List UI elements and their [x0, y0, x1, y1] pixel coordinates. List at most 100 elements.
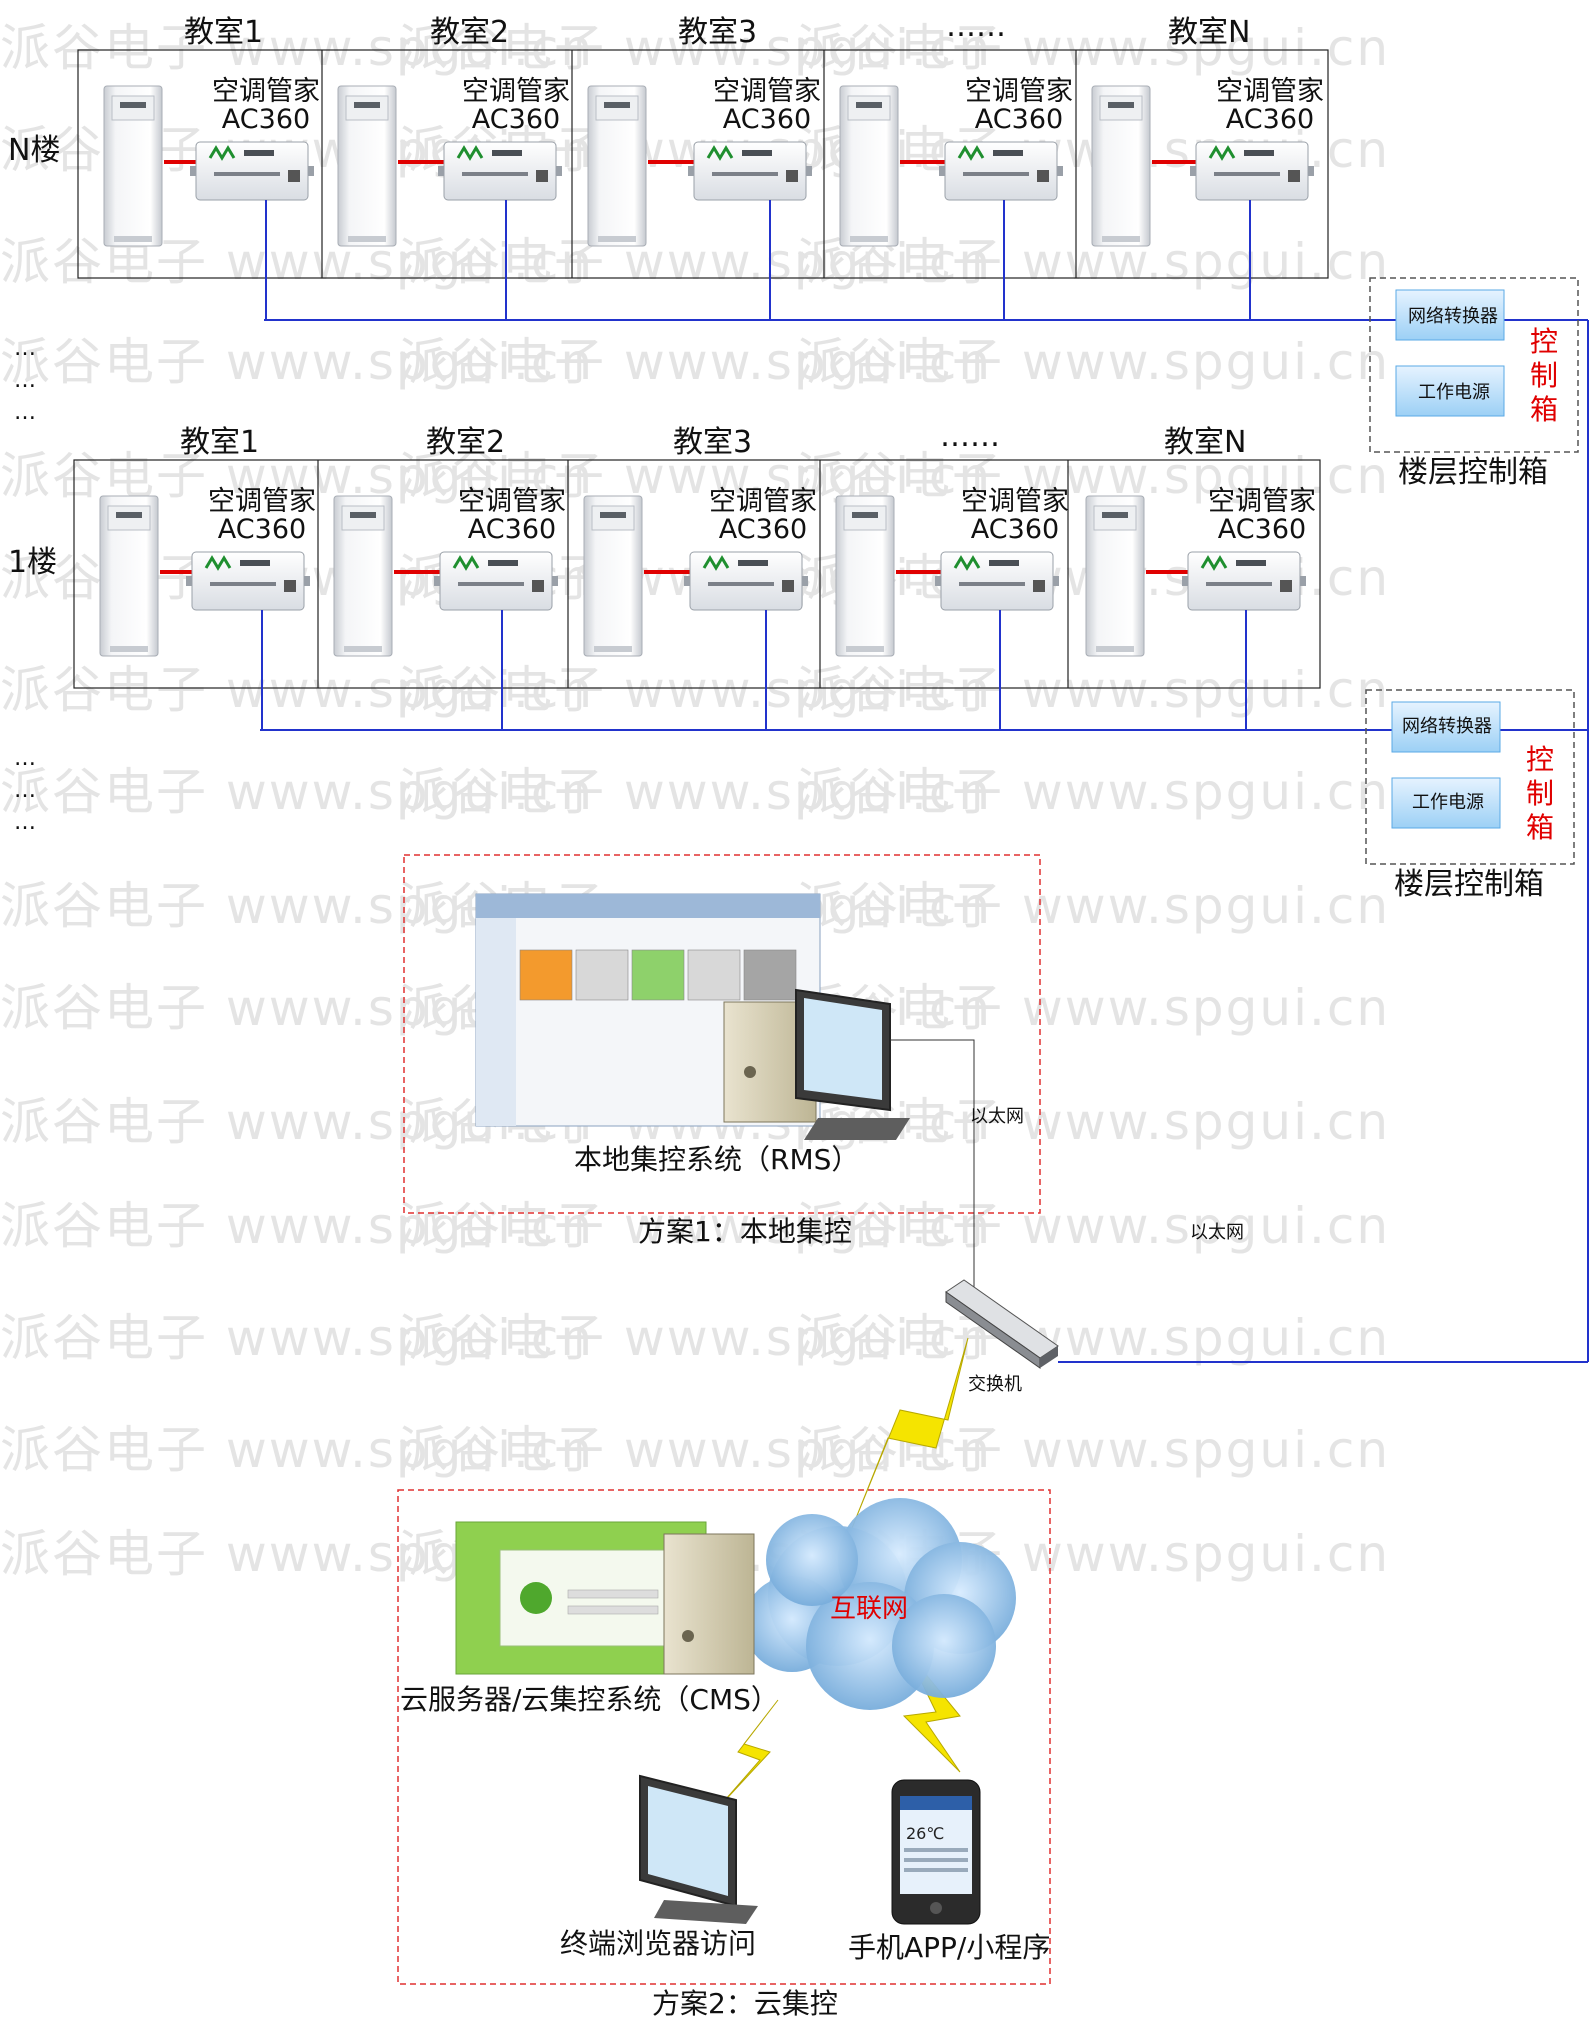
floorN-label: N楼 — [8, 133, 61, 168]
floor1-ac-unit-4-display — [852, 512, 878, 518]
rms-tile-1 — [519, 949, 573, 1001]
cloud-puff-6 — [892, 1594, 996, 1698]
watermark-text: 派谷电子 www.spgui.cn — [398, 333, 993, 391]
ellipsis-4: … — [14, 746, 37, 771]
rms-tile-3 — [631, 949, 685, 1001]
watermark-text: 派谷电子 www.spgui.cn — [796, 661, 1391, 719]
browser-terminal — [639, 1774, 758, 1924]
floor1-ac-unit-4 — [835, 495, 895, 657]
watermark-text: 派谷电子 www.spgui.cn — [796, 877, 1391, 935]
browser-monitor-stand — [654, 1900, 758, 1924]
floorN-ac-unit-1-base — [114, 236, 152, 242]
floorN-controller-5-logo — [1208, 145, 1236, 161]
floor1-controller-1-caption — [210, 582, 276, 586]
floor1-ac-unit-3-base — [594, 646, 632, 652]
floor1-converter-label: 网络转换器 — [1402, 716, 1492, 737]
ellipsis-3: … — [14, 400, 37, 425]
floorN-ac-unit-1-body — [103, 85, 163, 247]
floor1-controller-1-qr — [284, 580, 296, 592]
floor1-ac-unit-1-body — [99, 495, 159, 657]
watermark-text: 派谷电子 www.spgui.cn — [398, 447, 993, 505]
floorN-controller-5 — [1190, 141, 1314, 201]
watermark-text: 派谷电子 www.spgui.cn — [398, 763, 993, 821]
floorN-room-2-title: 教室2 — [430, 15, 510, 50]
floorN-ac-unit-5-display — [1108, 102, 1134, 108]
floor1-controller-4-caption — [959, 582, 1025, 586]
floor1-controller-4-screen — [989, 560, 1019, 566]
floor1-ac-unit-5 — [1085, 495, 1145, 657]
watermark-text: 派谷电子 www.spgui.cn — [796, 19, 1391, 77]
floorN-room-4-title: …… — [946, 9, 1006, 44]
floor1-controller-1 — [186, 551, 310, 611]
floor1-ac-unit-3-body — [583, 495, 643, 657]
floor1-controller-4-port-l — [935, 576, 941, 586]
floorN-controller-4-logo — [957, 145, 985, 161]
phone-home-button — [930, 1902, 942, 1914]
rms-tower-button — [744, 1066, 756, 1078]
floorN-controller-4-port-l — [939, 166, 945, 176]
floor1-ac-unit-3 — [583, 495, 643, 657]
floor1-controller-2-qr — [532, 580, 544, 592]
floorN-controller-2-screen — [492, 150, 522, 156]
floor1-frame — [73, 459, 1321, 689]
internet-label: 互联网 — [830, 1594, 909, 1624]
floor1-ac-unit-2-body — [333, 495, 393, 657]
floorN-controller-2-qr — [536, 170, 548, 182]
floorN-ctrl-converter-box — [1395, 289, 1505, 341]
watermark-text: 派谷电子 www.spgui.cn — [796, 979, 1391, 1037]
watermark-text: 派谷电子 www.spgui.cn — [0, 661, 595, 719]
floorN-controller-2-logo — [456, 145, 484, 161]
rms-tile-4 — [687, 949, 741, 1001]
phone-row-1 — [904, 1848, 968, 1852]
watermark-text: 派谷电子 www.spgui.cn — [398, 1197, 993, 1255]
floor1-controller-5-logo — [1200, 555, 1228, 571]
floorN-ac-unit-3-display — [604, 102, 630, 108]
floor1-ctrl-char-1: 控 — [1526, 743, 1555, 776]
rms-tile-5 — [743, 949, 797, 1001]
floor1-controller-4-qr — [1033, 580, 1045, 592]
floorN-power-label: 工作电源 — [1418, 382, 1490, 403]
browser-label: 终端浏览器访问 — [560, 1927, 757, 1960]
local-system-label: 本地集控系统（RMS） — [574, 1143, 860, 1176]
floor1-power-label: 工作电源 — [1412, 792, 1484, 813]
floor1-controller-5-caption — [1206, 582, 1272, 586]
scheme2-label: 方案2：云集控 — [652, 1987, 838, 2020]
floor1-ctrl-char-3: 箱 — [1526, 811, 1555, 844]
floor1-ac-unit-5-display — [1102, 512, 1128, 518]
floorN-controller-1-port-l — [190, 166, 196, 176]
watermark-text: 派谷电子 www.spgui.cn — [0, 19, 595, 77]
floorN-frame — [77, 49, 1329, 279]
cloud-server-label: 云服务器/云集控系统（CMS） — [400, 1683, 779, 1716]
floorN-controller-3-screen — [742, 150, 772, 156]
floor1-controller-4-port-r — [1053, 576, 1059, 586]
floor1-controller-2-port-r — [552, 576, 558, 586]
watermark-text: 派谷电子 www.spgui.cn — [796, 763, 1391, 821]
floor1-box-title: 楼层控制箱 — [1394, 867, 1544, 902]
app-label: 手机APP/小程序 — [848, 1931, 1051, 1964]
ellipsis-1: … — [14, 336, 37, 361]
floorN-controller-1-qr — [288, 170, 300, 182]
ellipsis-5: … — [14, 778, 37, 803]
floor1-ac-unit-1 — [99, 495, 159, 657]
floorN-controller-4 — [939, 141, 1063, 201]
floor1-ac-unit-3-display — [600, 512, 626, 518]
floorN-ac-unit-4-display — [856, 102, 882, 108]
floorN-ac-unit-3-base — [598, 236, 636, 242]
floorN-ac-unit-2-base — [348, 236, 386, 242]
watermark-text: 派谷电子 www.spgui.cn — [0, 1421, 595, 1479]
bolt-cloud-browser — [717, 1699, 779, 1809]
floorN-ac-unit-3-body — [587, 85, 647, 247]
rms-monitor-screen — [804, 998, 882, 1100]
phone-row-3 — [904, 1868, 968, 1872]
floorN-ac-unit-1-display — [120, 102, 146, 108]
watermark-text: 派谷电子 www.spgui.cn — [398, 661, 993, 719]
floor1-room-2-title: 教室2 — [426, 425, 506, 460]
floorN-controller-3-port-r — [806, 166, 812, 176]
floor1-controller-3-port-l — [684, 576, 690, 586]
floorN-controller-5-qr — [1288, 170, 1300, 182]
floorN-controller-1-caption — [214, 172, 280, 176]
floor1-controller-1-port-l — [186, 576, 192, 586]
